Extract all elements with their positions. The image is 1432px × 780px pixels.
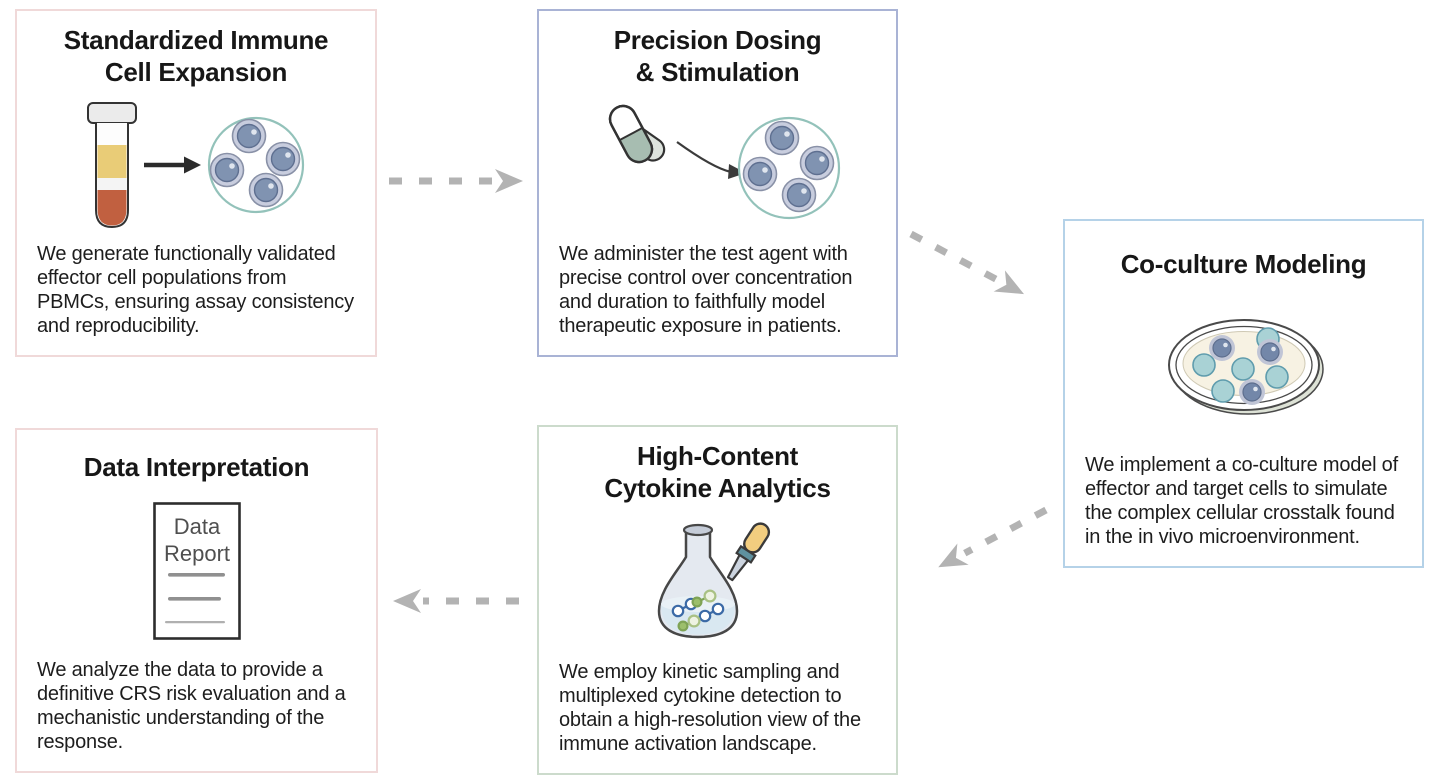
pipette-icon <box>726 522 770 582</box>
blood-sample-tube-icon <box>87 102 137 229</box>
analytics-illustration <box>657 522 770 639</box>
card-description: We implement a co-culture model of effec… <box>1085 454 1398 548</box>
card-data-interpretation: Data Interpretation Data Report We analy… <box>15 428 378 773</box>
card-immune-cell-expansion: Standardized Immune Cell Expansion <box>15 9 377 357</box>
card-precision-dosing: Precision Dosing & Stimulation <box>537 9 898 357</box>
card-title: Standardized Immune Cell Expansion <box>63 25 329 87</box>
card-title: Co-culture Modeling <box>1120 249 1367 279</box>
dosing-illustration <box>608 105 840 220</box>
flask-with-molecules-icon <box>657 524 738 639</box>
card-coculture-modeling: Co-culture Modeling <box>1063 219 1424 568</box>
card-description: We administer the test agent with precis… <box>559 243 853 337</box>
flow-arrow-step4-to-step5 <box>393 589 519 613</box>
petri-dish-coculture-icon <box>1167 318 1324 415</box>
card-description: We analyze the data to provide a definit… <box>37 659 346 753</box>
pills-icon <box>608 105 665 164</box>
stimulated-cells-icon <box>737 117 840 220</box>
card-description: We generate functionally validated effec… <box>37 243 354 337</box>
doc-title-line-2: Report <box>163 541 229 566</box>
card-title: Data Interpretation <box>83 452 310 482</box>
card-title: High-Content Cytokine Analytics <box>604 441 831 503</box>
doc-title-line-1: Data <box>173 514 220 539</box>
arrow-right-icon <box>144 156 201 174</box>
flow-arrow-step1-to-step2 <box>389 169 523 193</box>
flow-arrow-step2-to-step3 <box>909 230 1025 295</box>
data-report-document-icon: Data Report <box>152 502 241 640</box>
expanded-immune-cells-icon <box>207 117 305 214</box>
curved-arrow-icon <box>675 141 746 180</box>
flow-arrow-step3-to-step4 <box>938 506 1048 568</box>
card-cytokine-analytics: High-Content Cytokine Analytics <box>537 425 898 775</box>
card-title: Precision Dosing & Stimulation <box>613 25 822 87</box>
card-description: We employ kinetic sampling and multiplex… <box>559 661 861 755</box>
tube-to-cells-illustration <box>87 102 305 229</box>
